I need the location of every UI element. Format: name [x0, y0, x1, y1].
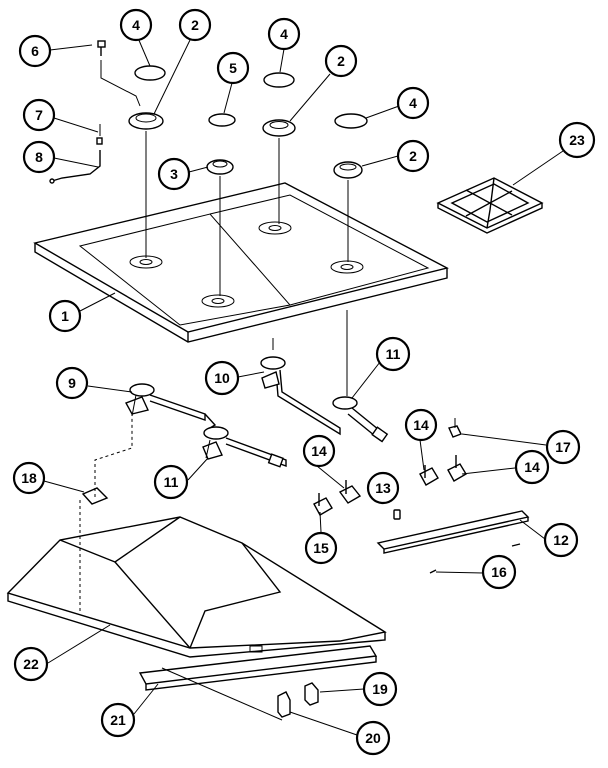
svg-text:16: 16	[491, 564, 507, 580]
callout-10: 10	[204, 360, 240, 396]
callout-23: 23	[558, 121, 596, 159]
callout-15: 15	[304, 531, 338, 565]
burner-bracket	[81, 410, 133, 505]
callout-14-top: 14	[404, 408, 438, 442]
svg-text:19: 19	[372, 681, 388, 697]
orifice	[393, 509, 401, 520]
callout-6: 6	[18, 34, 52, 68]
svg-text:11: 11	[386, 346, 401, 362]
burner-head-left-front	[206, 159, 234, 296]
callout-14-left: 14	[302, 434, 336, 468]
burner-tube-right-rear	[260, 338, 341, 436]
burner-head-right-front	[333, 161, 363, 262]
burner-head-left-rear	[128, 112, 164, 258]
burner-grate	[436, 177, 544, 234]
valve-right	[447, 455, 467, 482]
valve-lower	[313, 493, 333, 516]
svg-text:22: 22	[23, 656, 39, 672]
igniter-wire	[49, 150, 101, 184]
callout-4-left: 4	[119, 8, 153, 42]
svg-text:23: 23	[569, 132, 585, 148]
callout-3: 3	[157, 157, 191, 191]
trim-bracket	[161, 667, 291, 721]
igniter-electrode	[96, 124, 103, 145]
svg-text:14: 14	[311, 443, 327, 459]
valve-clip	[448, 418, 462, 438]
callout-19: 19	[362, 671, 398, 707]
burner-cap-right-front	[334, 113, 368, 129]
svg-text:12: 12	[553, 532, 569, 548]
svg-text:14: 14	[524, 459, 540, 475]
svg-text:4: 4	[280, 26, 288, 42]
svg-text:13: 13	[375, 480, 391, 496]
svg-text:2: 2	[337, 53, 345, 69]
svg-text:14: 14	[413, 417, 429, 433]
callout-22: 22	[13, 646, 49, 682]
svg-text:21: 21	[110, 712, 126, 728]
callout-14-right: 14	[514, 449, 550, 485]
callout-5: 5	[216, 51, 250, 85]
leader-lines	[43, 37, 564, 736]
callout-17: 17	[545, 429, 581, 465]
burner-tube-left-rear	[124, 383, 217, 429]
svg-text:20: 20	[365, 730, 381, 746]
manifold-screw	[429, 543, 521, 574]
svg-text:17: 17	[555, 439, 571, 455]
svg-text:10: 10	[214, 370, 230, 386]
svg-text:11: 11	[164, 474, 179, 490]
callout-11-lower: 11	[153, 464, 189, 500]
svg-text:6: 6	[31, 43, 39, 59]
svg-text:5: 5	[229, 60, 237, 76]
callout-11-upper: 11	[375, 336, 411, 372]
callout-21: 21	[100, 702, 136, 738]
callout-8: 8	[22, 140, 56, 174]
svg-text:7: 7	[35, 107, 43, 123]
callout-13: 13	[366, 471, 400, 505]
svg-text:3: 3	[170, 166, 178, 182]
svg-text:2: 2	[191, 17, 199, 33]
burner-box	[6, 500, 387, 658]
burner-tube-left-front	[202, 426, 287, 468]
callout-1: 1	[48, 299, 82, 333]
front-trim	[138, 645, 378, 691]
trim-clip	[304, 682, 319, 706]
screw	[97, 40, 141, 107]
svg-text:4: 4	[132, 17, 140, 33]
manifold	[376, 510, 530, 554]
callout-2-right: 2	[396, 139, 430, 173]
burner-cap-left-rear	[134, 65, 166, 81]
callout-7: 7	[22, 98, 56, 132]
callout-2-left: 2	[178, 8, 212, 42]
svg-text:2: 2	[409, 148, 417, 164]
callout-4-right: 4	[396, 86, 430, 120]
svg-text:4: 4	[409, 95, 417, 111]
svg-text:15: 15	[313, 540, 329, 556]
callout-9: 9	[55, 366, 89, 400]
callout-2-center: 2	[324, 44, 358, 78]
svg-text:1: 1	[61, 308, 69, 324]
burner-cap-left-front	[208, 113, 236, 127]
burner-cap-right-rear	[263, 72, 295, 88]
burner-head-right-rear	[262, 119, 296, 224]
callout-18: 18	[12, 461, 46, 495]
callout-16: 16	[481, 554, 517, 590]
valve-center	[419, 465, 439, 486]
cooktop-panel	[33, 182, 449, 343]
burner-tube-right-front	[332, 310, 389, 443]
svg-text:18: 18	[21, 470, 37, 486]
callout-12: 12	[543, 522, 579, 558]
svg-text:8: 8	[35, 149, 43, 165]
svg-text:9: 9	[68, 375, 76, 391]
callout-20: 20	[355, 720, 391, 756]
valve-left	[338, 480, 362, 504]
callout-4-center: 4	[267, 17, 301, 51]
